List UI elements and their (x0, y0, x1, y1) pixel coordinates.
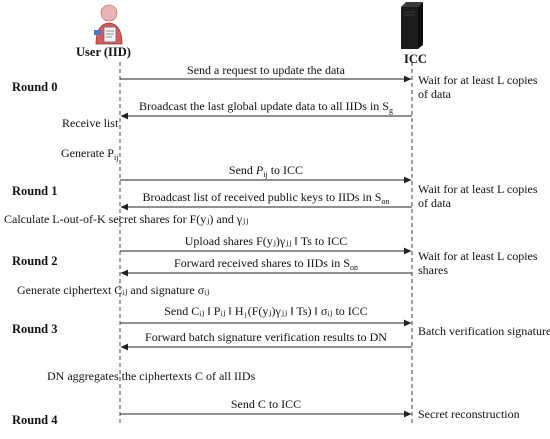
note-generate-cipher: Generate ciphertext Cᵢⱼ and signature σᵢ… (17, 283, 210, 297)
round-0-label: Round 0 (12, 80, 58, 94)
msg-r2-forward: Forward received shares to IIDs in Son (125, 256, 407, 272)
msg-r4-send: Send C to ICC (230, 397, 302, 411)
note-generate-p-sub: ij (113, 153, 119, 162)
msg-r0-broadcast-sub: g (388, 106, 393, 115)
user-with-document-icon (94, 4, 123, 45)
round-1-label: Round 1 (12, 184, 58, 198)
note-receive-list: Receive list (62, 116, 119, 130)
note-generate-p: Generate Pij (61, 146, 119, 162)
msg-r0-broadcast: Broadcast the last global update data to… (125, 99, 407, 115)
msg-r0-request: Send a request to update the data (187, 63, 345, 77)
msg-r0-broadcast-text: Broadcast the last global update data to… (139, 99, 389, 113)
msg-r1-broadcast: Broadcast list of received public keys t… (125, 190, 407, 206)
note-dn-aggregates: DN aggregates the ciphertexts C of all I… (47, 369, 256, 383)
msg-r3-send: Send Cᵢⱼ ‖ Pᵢⱼ ‖ H₁(F(yⱼ)γⱼⱼ ‖ Ts) ‖ σᵢⱼ… (164, 304, 368, 318)
msg-r1-send-a: Send (228, 163, 253, 177)
round-4-label: Round 4 (12, 413, 58, 427)
user-actor-label: User (IID) (76, 45, 131, 59)
note-icc-wait-r1: Wait for at least L copies of data (418, 182, 538, 210)
note-calculate-shares: Calculate L-out-of-K secret shares for F… (4, 212, 249, 226)
msg-r1-send-p: P (255, 163, 264, 177)
msg-r1-send-b: to ICC (270, 163, 304, 177)
note-icc-secret-recon: Secret reconstruction (418, 407, 520, 421)
msg-r1-broadcast-text: Broadcast list of received public keys t… (142, 190, 382, 204)
server-tower-icon (401, 2, 423, 49)
msg-r2-forward-text: Forward received shares to IIDs in S (174, 256, 350, 270)
round-2-label: Round 2 (12, 254, 58, 268)
msg-r3-forward: Forward batch signature verification res… (145, 330, 387, 344)
msg-r2-forward-sub: on (349, 263, 358, 272)
msg-r1-send-p-sub: ij (263, 170, 268, 179)
note-icc-wait-r2: Wait for at least L copies shares (418, 249, 538, 277)
note-icc-wait-r0: Wait for at least L copies of data (418, 73, 538, 101)
msg-r1-send: Send Pij to ICC (125, 163, 407, 179)
note-icc-batch-verify: Batch verification signature (418, 324, 550, 338)
msg-r2-upload: Upload shares F(yⱼ)γⱼⱼ ‖ Ts to ICC (184, 234, 348, 248)
round-3-label: Round 3 (12, 322, 58, 336)
msg-r1-broadcast-sub: on (381, 197, 390, 206)
icc-actor-label: ICC (404, 52, 427, 66)
note-generate-p-text: Generate P (61, 146, 114, 160)
